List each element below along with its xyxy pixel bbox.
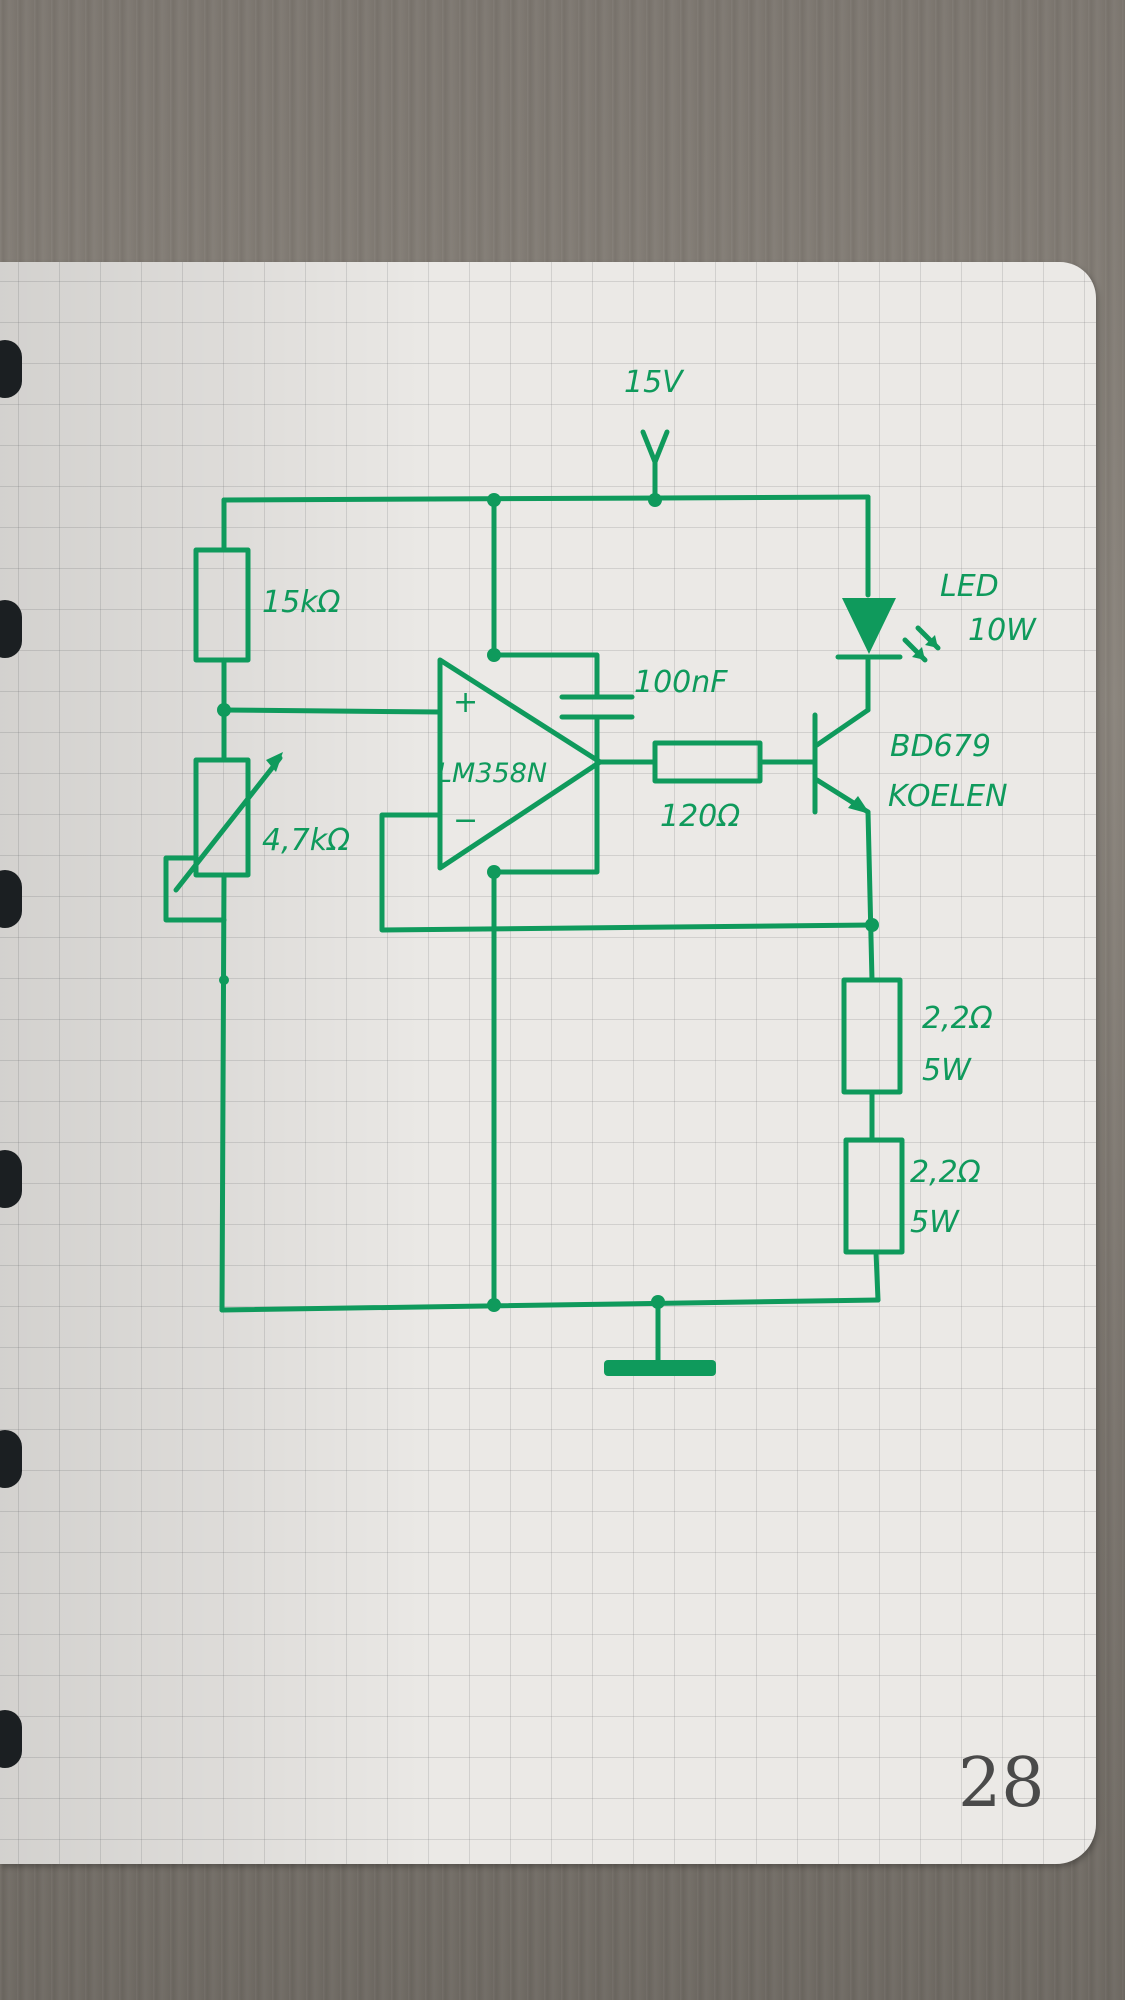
opamp-minus-sign: − bbox=[453, 803, 478, 838]
grid-notebook-page bbox=[0, 262, 1096, 1864]
junction-dots bbox=[217, 493, 879, 1312]
binder-hole bbox=[0, 600, 22, 658]
page-number: 28 bbox=[958, 1744, 1045, 1823]
binder-hole bbox=[0, 1150, 22, 1208]
top-rail-wire bbox=[221, 494, 871, 503]
led-label-line1: LED bbox=[940, 569, 999, 604]
potentiometer-label: 4,7kΩ bbox=[262, 823, 350, 858]
non-inverting-input-wire bbox=[221, 707, 443, 715]
resistor-120 bbox=[652, 740, 763, 784]
ground-symbol bbox=[604, 1360, 716, 1376]
binder-hole bbox=[0, 870, 22, 928]
transistor-label-line2: KOELEN bbox=[888, 779, 1008, 814]
schematic-wires bbox=[163, 429, 881, 1363]
resistor-15k-label: 15kΩ bbox=[262, 585, 341, 620]
bottom-rail-wire bbox=[219, 1297, 881, 1313]
right-branch-wire bbox=[865, 494, 881, 1303]
resistor-sense-2 bbox=[843, 1137, 905, 1255]
supply-label: 15V bbox=[624, 365, 685, 400]
resistor-sense-2-label-line2: 5W bbox=[910, 1205, 960, 1240]
binder-hole bbox=[0, 1430, 22, 1488]
resistor-sense-1-label-line2: 5W bbox=[922, 1053, 972, 1088]
transistor-bd679 bbox=[812, 707, 871, 815]
pot-wiper-wire bbox=[163, 855, 227, 923]
opamp-label: LM358N bbox=[437, 758, 547, 789]
capacitor-100nf bbox=[559, 694, 635, 720]
opamp-lm358n bbox=[437, 657, 603, 871]
binder-hole bbox=[0, 1710, 22, 1768]
feedback-wire bbox=[379, 812, 875, 933]
potentiometer-4k7 bbox=[173, 752, 283, 893]
left-branch-wire bbox=[219, 497, 227, 1313]
resistor-sense-1-label-line1: 2,2Ω bbox=[922, 1001, 993, 1036]
opamp-plus-sign: + bbox=[453, 685, 478, 720]
transistor-label-line1: BD679 bbox=[890, 729, 991, 764]
resistor-sense-1 bbox=[841, 977, 903, 1095]
resistor-sense-2-label-line1: 2,2Ω bbox=[910, 1155, 981, 1190]
resistor-15k bbox=[193, 547, 251, 663]
resistor-120-label: 120Ω bbox=[660, 799, 740, 834]
binder-hole bbox=[0, 340, 22, 398]
capacitor-wires bbox=[491, 652, 600, 875]
capacitor-label: 100nF bbox=[634, 665, 728, 700]
led-10w bbox=[835, 598, 941, 663]
led-label-line2: 10W bbox=[968, 613, 1037, 648]
supply-arrow bbox=[640, 429, 670, 503]
